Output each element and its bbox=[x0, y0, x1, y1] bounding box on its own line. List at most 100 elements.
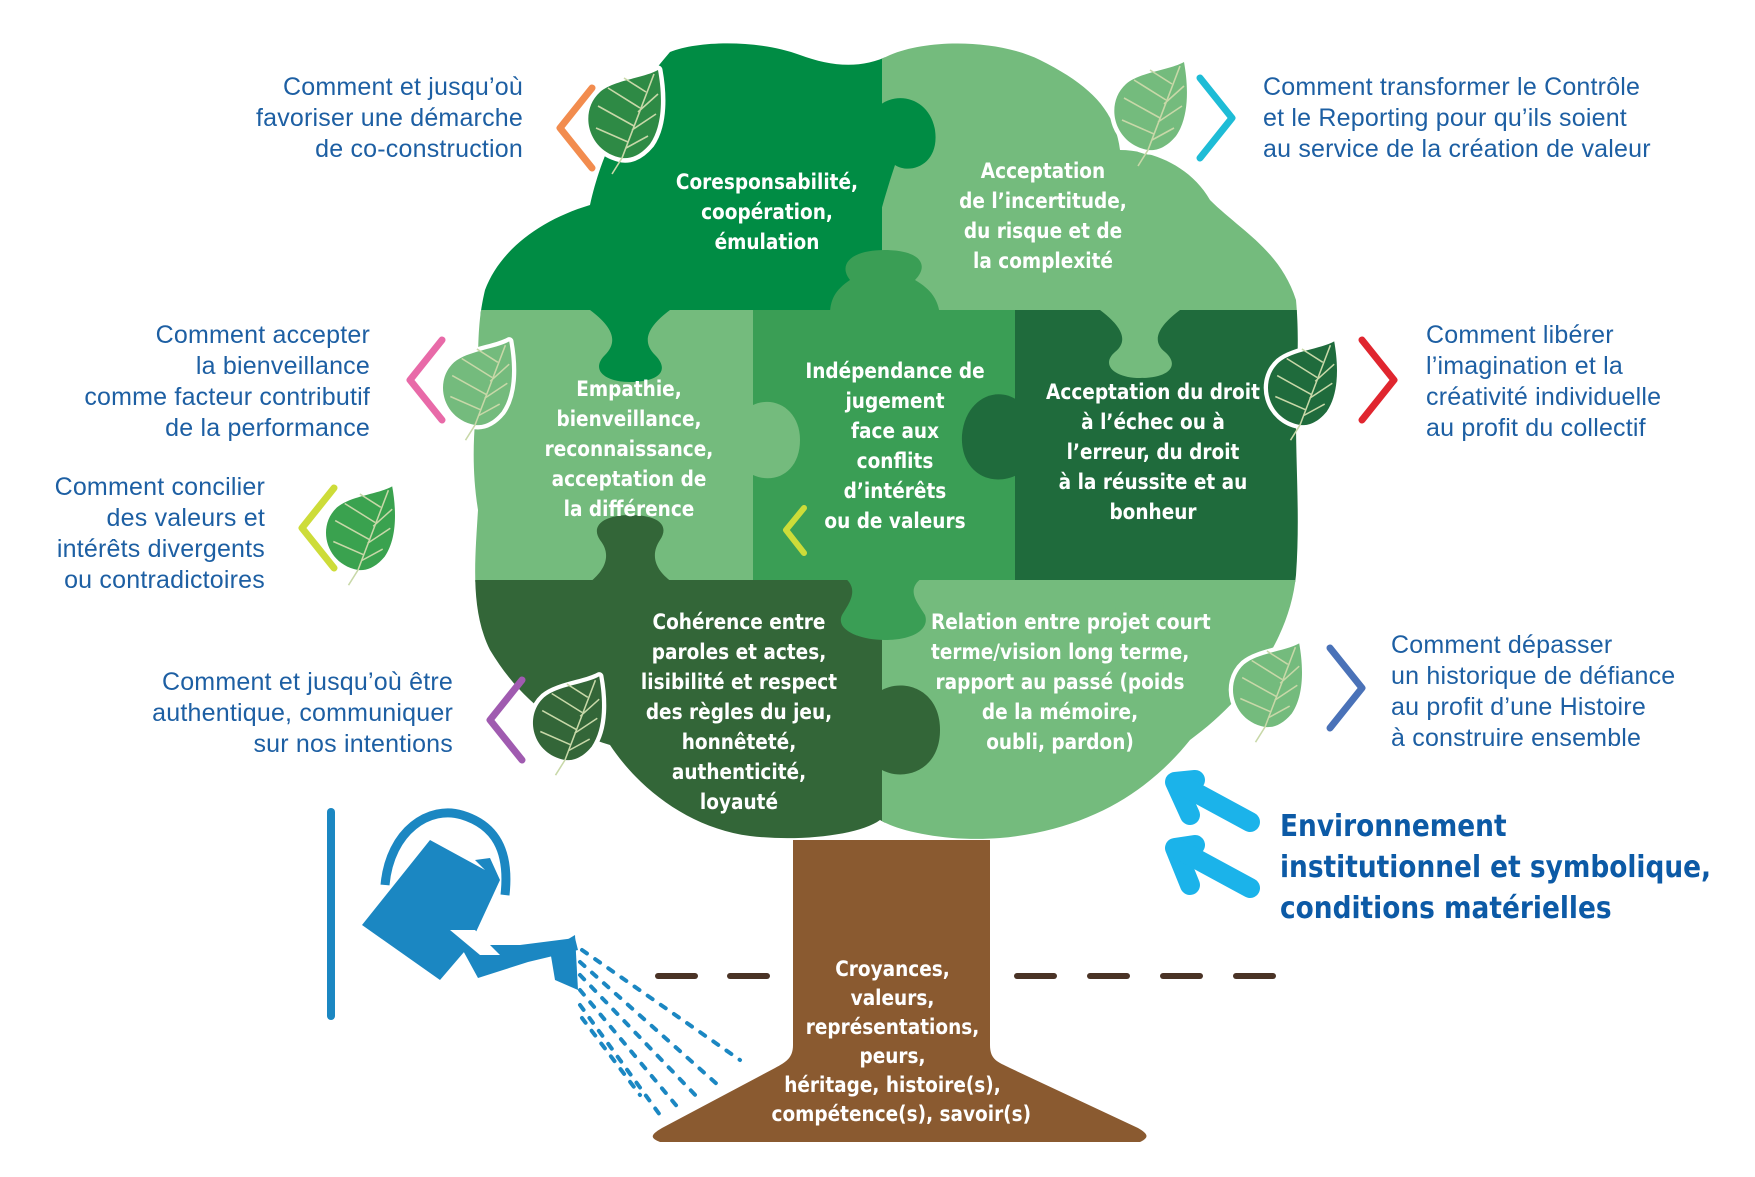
arrow-up-left-icon bbox=[1165, 770, 1260, 898]
trunk-shape bbox=[652, 840, 1147, 1142]
text-line: Comment et jusqu’où bbox=[282, 73, 523, 101]
text-line: Comment libérer bbox=[1426, 321, 1614, 349]
text-line: des valeurs et bbox=[106, 504, 265, 532]
text-line: ou contradictoires bbox=[64, 566, 265, 594]
text-line: authentique, communiquer bbox=[152, 699, 453, 727]
leaf-icon bbox=[528, 672, 607, 776]
text-line: authenticité, bbox=[671, 760, 807, 785]
text-line: bonheur bbox=[1109, 500, 1197, 525]
text-line: au profit du collectif bbox=[1426, 414, 1646, 442]
text-line: lisibilité et respect bbox=[640, 670, 838, 695]
text-line: institutionnel et symbolique, bbox=[1280, 850, 1712, 885]
leaf-icon bbox=[1263, 337, 1342, 441]
text-line: loyauté bbox=[699, 790, 779, 815]
text-line: un historique de défiance bbox=[1391, 662, 1676, 690]
text-line: bienveillance, bbox=[556, 407, 702, 432]
text-line: la bienveillance bbox=[195, 352, 370, 380]
chevron-left-icon bbox=[556, 84, 596, 172]
watering-can-icon bbox=[327, 808, 578, 1020]
text-line: et le Reporting pour qu’ils soient bbox=[1263, 104, 1627, 132]
text-line: honnêteté, bbox=[681, 730, 797, 755]
text-line: paroles et actes, bbox=[651, 640, 827, 665]
text-line: comme facteur contributif bbox=[84, 383, 370, 411]
text-line: créativité individuelle bbox=[1426, 383, 1662, 411]
text-line: d’intérêts bbox=[843, 479, 947, 504]
text-line: reconnaissance, bbox=[544, 437, 714, 462]
text-line: au service de la création de valeur bbox=[1263, 135, 1651, 163]
text-line: Environnement bbox=[1280, 809, 1507, 844]
question-co-construction: Comment et jusqu’où favoriser une démarch… bbox=[256, 72, 523, 165]
question-defiance: Comment dépasser un historique de défianc… bbox=[1391, 630, 1675, 754]
text-line: sur nos intentions bbox=[253, 730, 453, 758]
text-line: valeurs, bbox=[850, 986, 935, 1010]
text-line: à l’échec ou à bbox=[1081, 410, 1225, 435]
text-line: de la mémoire, bbox=[981, 700, 1139, 725]
text-line: intérêts divergents bbox=[56, 535, 265, 563]
text-line: à la réussite et au bbox=[1058, 470, 1248, 495]
water-spray bbox=[578, 948, 742, 1117]
text-line: du risque et de bbox=[963, 219, 1123, 244]
leaf-icon bbox=[325, 486, 395, 586]
leaf-icon bbox=[1228, 639, 1307, 743]
text-line: Croyances, bbox=[835, 957, 950, 981]
piece-bottom-right-label: Relation entre projet court terme/vision … bbox=[931, 608, 1211, 758]
text-line: Relation entre projet court bbox=[931, 610, 1211, 635]
text-line: peurs, bbox=[859, 1044, 926, 1068]
text-line: conditions matérielles bbox=[1280, 891, 1612, 926]
text-line: rapport au passé (poids bbox=[935, 670, 1185, 695]
piece-bottom-left-label: Cohérence entre paroles et actes, lisibili… bbox=[640, 608, 838, 818]
piece-top-left-label: Coresponsabilité, coopération, émulation bbox=[668, 168, 866, 258]
text-line: terme/vision long terme, bbox=[931, 640, 1190, 665]
question-concilier: Comment concilier des valeurs et intérêts … bbox=[55, 472, 265, 596]
chevron-right-icon bbox=[1196, 74, 1236, 162]
text-line: de la performance bbox=[165, 414, 370, 442]
text-line: de l’incertitude, bbox=[959, 189, 1127, 214]
text-line: coopération, bbox=[701, 200, 833, 225]
question-authentique: Comment et jusqu’où être authentique, com… bbox=[152, 667, 453, 760]
text-line: Acceptation du droit bbox=[1046, 380, 1260, 405]
chevron-right-icon bbox=[1326, 644, 1366, 732]
chevron-left-icon bbox=[783, 505, 807, 556]
text-line: ou de valeurs bbox=[824, 509, 966, 534]
text-line: l’imagination et la bbox=[1426, 352, 1623, 380]
text-line: la complexité bbox=[973, 249, 1113, 274]
environment-label: Environnement institutionnel et symboliqu… bbox=[1280, 806, 1711, 929]
piece-mid-left-label: Empathie, bienveillance, reconnaissance, ac… bbox=[530, 375, 728, 525]
text-line: émulation bbox=[714, 230, 820, 255]
text-line: Cohérence entre bbox=[652, 610, 826, 635]
leaf-icon bbox=[583, 65, 666, 175]
text-line: Comment concilier bbox=[54, 473, 265, 501]
text-line: oubli, pardon) bbox=[986, 730, 1134, 755]
text-line: Acceptation bbox=[980, 159, 1106, 184]
text-line: favoriser une démarche bbox=[255, 104, 523, 132]
piece-top-right-label: Acceptation de l’incertitude, du risque et… bbox=[944, 157, 1142, 277]
text-line: Comment dépasser bbox=[1391, 631, 1613, 659]
question-imagination: Comment libérer l’imagination et la créati… bbox=[1426, 320, 1661, 444]
trunk-label: Croyances, valeurs, représentations, peurs,… bbox=[771, 955, 1032, 1129]
text-line: compétence(s), savoir(s) bbox=[771, 1102, 1032, 1126]
text-line: héritage, histoire(s), bbox=[784, 1073, 1001, 1097]
text-line: Indépendance de bbox=[805, 359, 985, 384]
text-line: la différence bbox=[563, 497, 695, 522]
chevron-left-icon bbox=[298, 484, 338, 572]
text-line: Comment transformer le Contrôle bbox=[1263, 73, 1641, 101]
piece-mid-right-label: Acceptation du droit à l’échec ou à l’erre… bbox=[1041, 378, 1265, 528]
leaf-icon bbox=[1109, 57, 1192, 167]
chevron-right-icon bbox=[1358, 336, 1398, 424]
text-line: Coresponsabilité, bbox=[675, 170, 859, 195]
text-line: à construire ensemble bbox=[1391, 724, 1642, 752]
text-line: l’erreur, du droit bbox=[1066, 440, 1240, 465]
question-controle-reporting: Comment transformer le Contrôle et le Rep… bbox=[1263, 72, 1651, 165]
text-line: face aux bbox=[850, 419, 940, 444]
text-line: Comment accepter bbox=[155, 321, 370, 349]
text-line: jugement bbox=[845, 389, 945, 414]
text-line: représentations, bbox=[805, 1015, 980, 1039]
text-line: Empathie, bbox=[576, 377, 682, 402]
text-line: acceptation de bbox=[551, 467, 707, 492]
question-bienveillance: Comment accepter la bienveillance comme fa… bbox=[84, 320, 370, 444]
text-line: au profit d’une Histoire bbox=[1391, 693, 1646, 721]
text-line: de co-construction bbox=[315, 135, 523, 163]
text-line: Comment et jusqu’où être bbox=[161, 668, 453, 696]
